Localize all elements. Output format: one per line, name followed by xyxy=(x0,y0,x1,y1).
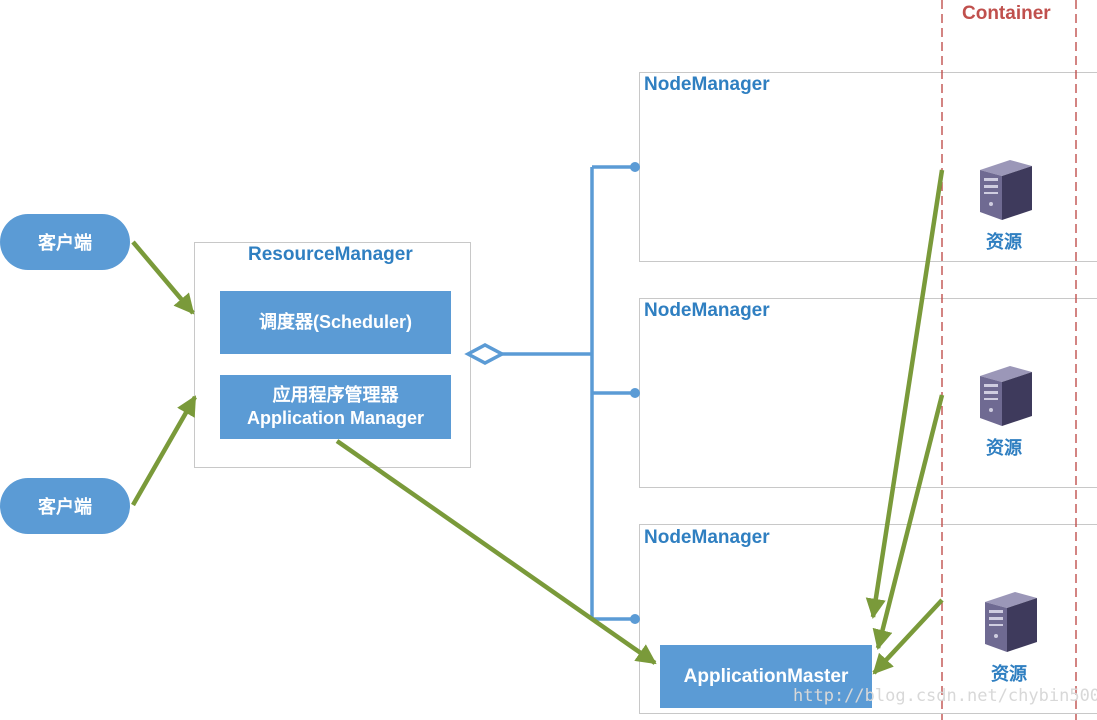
arrow-client1-to-rm xyxy=(131,240,195,315)
client-node-1: 客户端 xyxy=(0,214,130,270)
arrow-container3-to-application-master xyxy=(872,598,944,675)
application-master-block: ApplicationMaster xyxy=(660,645,872,708)
application-manager-label-en: Application Manager xyxy=(246,408,425,428)
container-label: Container xyxy=(962,3,1051,24)
resource-manager-title: ResourceManager xyxy=(248,244,413,265)
arrow-client2-to-rm xyxy=(131,395,197,507)
resource-label-2: 资源 xyxy=(986,438,1022,458)
arrow-am-to-application-master xyxy=(335,439,657,665)
node-manager-title-1: NodeManager xyxy=(644,74,770,95)
client-node-2: 客户端 xyxy=(0,478,130,534)
resource-label-3: 资源 xyxy=(991,664,1027,684)
application-manager-label-cn: 应用程序管理器 xyxy=(272,385,399,405)
application-manager-block: 应用程序管理器 Application Manager xyxy=(220,375,451,439)
node-manager-title-2: NodeManager xyxy=(644,300,770,321)
arrow-container1-to-application-master xyxy=(865,169,945,620)
node-manager-connector xyxy=(464,162,640,624)
arrow-container2-to-application-master xyxy=(872,394,945,650)
watermark: http://blog.csdn.net/chybin500 xyxy=(793,686,1097,706)
scheduler-block: 调度器(Scheduler) xyxy=(220,291,451,354)
resource-label-1: 资源 xyxy=(986,232,1022,252)
server-icon xyxy=(985,592,1037,652)
server-icon xyxy=(980,366,1032,426)
node-manager-title-3: NodeManager xyxy=(644,527,770,548)
aggregation-diamond xyxy=(464,343,506,365)
server-icon xyxy=(980,160,1032,220)
